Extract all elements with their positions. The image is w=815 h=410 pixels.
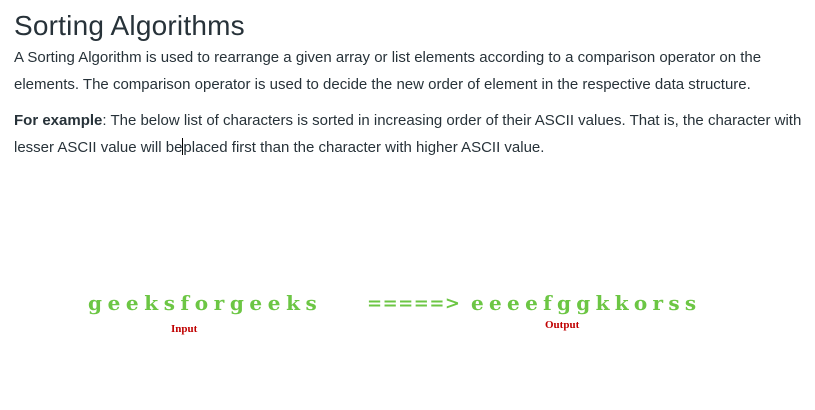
input-sequence: geeksforgeeks — [88, 291, 323, 315]
article: Sorting Algorithms A Sorting Algorithm i… — [14, 8, 804, 161]
intro-paragraph: A Sorting Algorithm is used to rearrange… — [14, 49, 762, 93]
text-cursor — [182, 138, 184, 155]
page-title: Sorting Algorithms — [14, 10, 245, 41]
example-text-start: : The below list of characters is sorted… — [14, 112, 802, 156]
example-text-end: placed first than the character with hig… — [183, 139, 545, 156]
example-paragraph: For example: The below list of character… — [14, 107, 804, 161]
output-label: Output — [545, 319, 580, 331]
example-label: For example — [14, 112, 103, 129]
sorting-example-figure: geeksforgeeks =====> eeeefggkkorss Input… — [0, 288, 815, 348]
arrow: =====> — [367, 293, 461, 314]
input-label: Input — [171, 323, 198, 335]
output-sequence: eeeefggkkorss — [471, 291, 702, 315]
